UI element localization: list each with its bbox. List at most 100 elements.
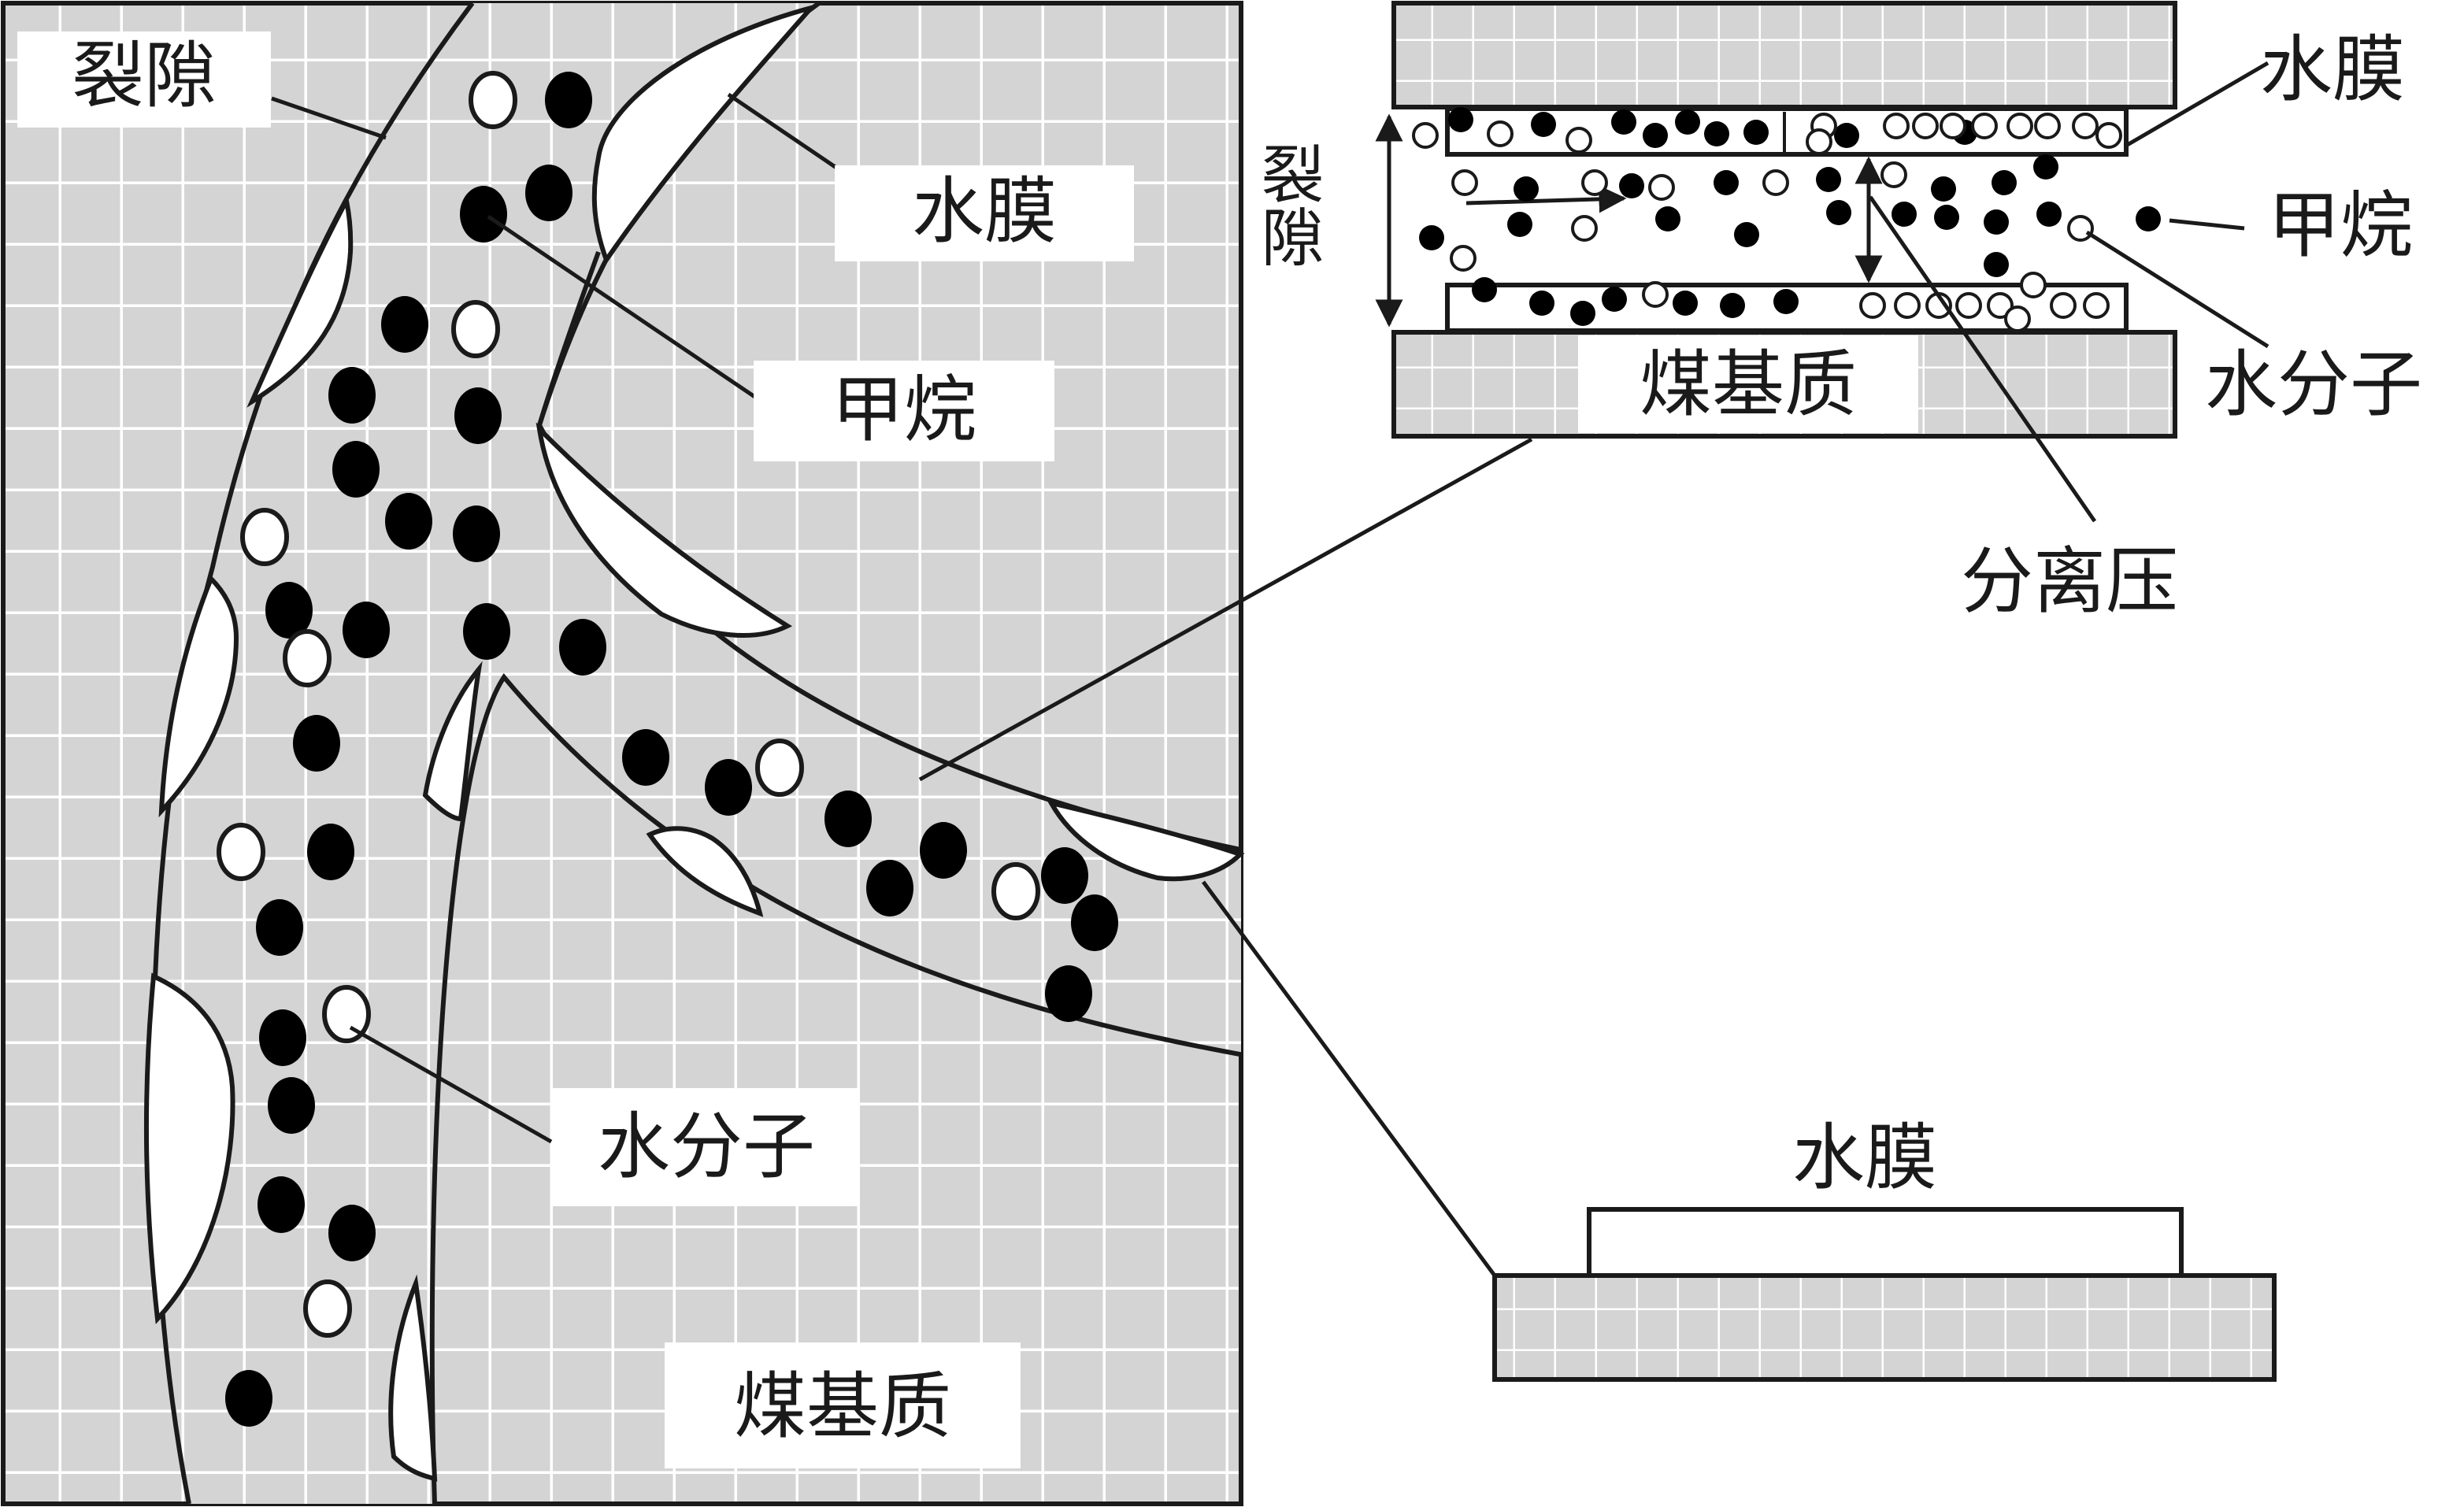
methane-molecule [1655,206,1680,231]
methane-molecule [1720,293,1745,318]
methane-molecule [1816,167,1841,192]
water-molecule [1487,120,1514,147]
water-molecule [1412,122,1439,149]
methane-molecule [1931,176,1956,202]
methane-molecule [328,367,376,424]
water-molecule [1451,169,1478,196]
label-coal-matrix-right: 煤基质 [1640,342,1857,427]
water-molecule [1762,169,1789,196]
methane-molecule [381,296,428,353]
methane-molecule [1984,209,2009,235]
label-disjoining-pressure: 分离压 [1961,539,2178,624]
left-panel: 裂隙 水膜 甲烷 水分子 煤基质 [1,1,1245,1506]
methane-molecule [1531,112,1556,137]
methane-molecule [2033,154,2058,180]
methane-molecule [1514,176,1539,202]
water-molecule [2020,272,2047,298]
water-molecule [451,300,500,358]
methane-molecule [1714,170,1739,195]
methane-molecule [463,603,510,660]
label-box-water-film [835,165,1134,261]
methane-molecule [525,165,572,221]
water-molecule [1806,128,1832,155]
methane-molecule [460,186,507,243]
label-coal-matrix: 煤基质 [734,1364,951,1449]
water-film-lens [158,574,239,818]
water-film-lens [591,3,818,265]
bottom-right-panel: 水膜 [1492,1116,2277,1382]
label-box-methane [754,361,1054,461]
methane-molecule [1507,212,1532,237]
top-right-callout-lines [1868,61,2269,523]
water-molecule [1940,113,1966,139]
water-molecule [1880,161,1907,188]
methane-molecule [2036,202,2062,227]
water-film-lens [246,194,354,408]
top-right-panel: 煤基质 水膜 甲烷 水分子 分离压 裂隙 [1251,1,2422,624]
methane-molecule [622,729,669,786]
methane-molecule [1826,200,1851,225]
methane-molecule [1984,252,2009,277]
label-box-water-molecule [553,1088,860,1206]
methane-molecule [225,1370,272,1427]
water-molecule [2006,113,2033,139]
methane-molecule [1773,289,1799,314]
methane-molecule [1673,291,1698,316]
water-molecule [1987,292,2014,319]
methane-molecule [259,1009,306,1066]
methane-molecule [2136,206,2161,231]
methane-molecule [1602,287,1627,312]
label-water-film-right: 水膜 [2260,28,2405,112]
methane-molecule [1419,225,1444,250]
water-molecule [2050,292,2077,319]
methane-molecule [454,387,502,444]
methane-molecule [1743,120,1769,145]
label-box-coal-matrix [665,1342,1021,1468]
methane-molecule [1892,202,1917,227]
water-molecule [1883,113,1910,139]
water-molecules-top-right [1412,113,2122,332]
methane-molecule [1734,222,1759,247]
zoom-connector-lines [918,437,1533,1277]
water-molecule [2004,305,2031,332]
water-film-lens [535,422,793,638]
label-methane-right: 甲烷 [2268,183,2413,268]
methane-molecule [307,824,354,880]
label-methane: 甲烷 [832,368,976,452]
water-molecule [1955,292,1982,319]
methane-molecule [1834,123,1859,148]
label-box-coal-matrix-right [1578,335,1918,433]
water-molecule [2072,113,2099,139]
water-molecule [240,508,289,566]
water-molecule [2083,292,2110,319]
water-molecule [283,629,332,687]
methane-molecule [343,602,390,658]
methane-molecule [1041,847,1088,904]
water-molecule [2095,122,2122,149]
water-molecule [755,739,804,797]
methane-molecule [385,493,432,550]
fracture-left-channel [153,3,1241,1504]
methane-molecule [328,1205,376,1261]
water-molecule [1571,215,1598,242]
methane-molecules-top-right [1419,107,2161,326]
methane-molecule [559,619,606,676]
water-molecule [2034,113,2061,139]
methane-molecule [1934,205,1959,230]
methane-molecule [920,822,967,879]
methane-molecule [1071,894,1118,951]
flow-direction-arrow [1465,185,1627,213]
water-film-lens [143,972,235,1324]
methane-molecules-left [225,72,1118,1427]
methane-molecule [1619,173,1644,198]
methane-molecule [1570,301,1595,326]
methane-molecule [1704,121,1729,146]
water-film-lens [1047,799,1245,882]
coal-slab [1492,1273,2277,1382]
methane-molecule [1992,170,2017,195]
label-water-film: 水膜 [912,169,1057,254]
methane-molecule [1045,965,1092,1022]
methane-molecule [265,582,313,639]
methane-molecule [1529,291,1554,316]
water-molecule [303,1279,352,1338]
